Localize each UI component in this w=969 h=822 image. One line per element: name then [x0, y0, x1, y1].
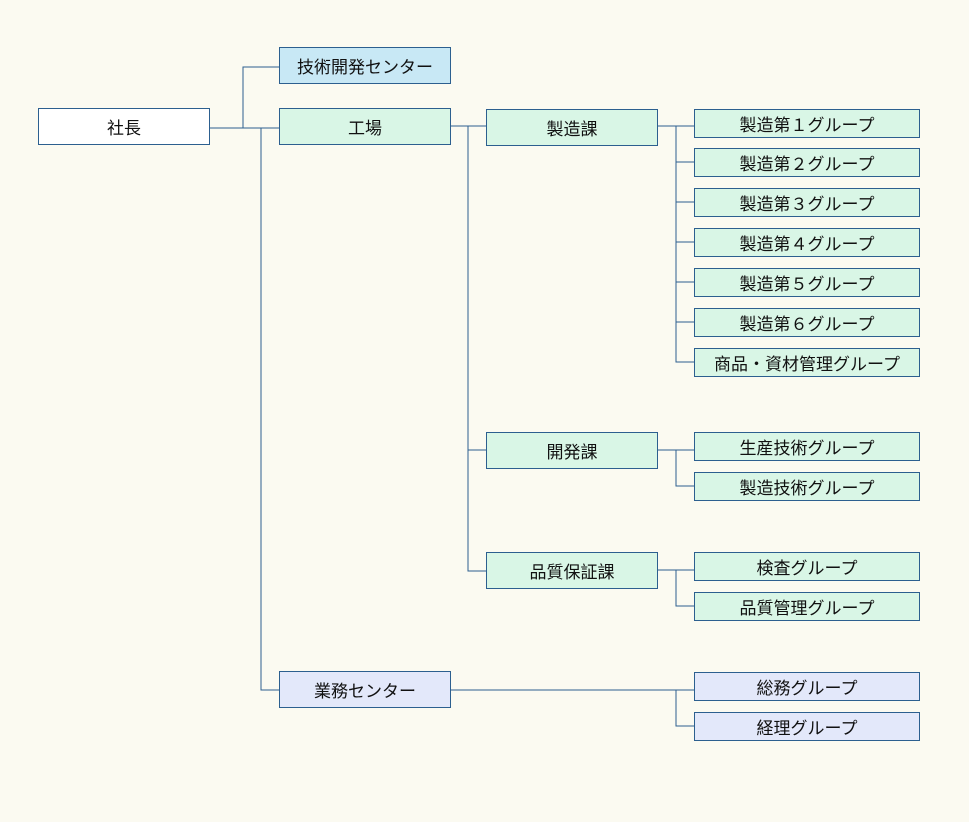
group-label: 総務グループ	[756, 679, 858, 699]
group-label: 生産技術グループ	[739, 439, 875, 459]
group-box-goods: 商品・資材管理グループ	[694, 348, 920, 377]
group-label: 製造第６グループ	[739, 315, 875, 335]
group-label: 品質管理グループ	[739, 599, 875, 619]
manufacturing-section-box: 製造課	[486, 109, 658, 146]
connector-tech-center	[242, 66, 279, 128]
group-label: 製造第２グループ	[739, 155, 875, 175]
connector-mfg-trunk	[675, 126, 694, 363]
group-box-mfg4: 製造第４グループ	[694, 228, 920, 257]
group-box-quality-mgmt: 品質管理グループ	[694, 592, 920, 621]
group-label: 経理グループ	[756, 719, 858, 739]
factory-label: 工場	[348, 119, 382, 139]
connector-factory-trunk	[467, 126, 486, 572]
group-box-general-affairs: 総務グループ	[694, 672, 920, 701]
manufacturing-section-label: 製造課	[546, 120, 598, 140]
tech-center-label: 技術開発センター	[297, 58, 433, 78]
dev-section-label: 開発課	[546, 443, 598, 463]
group-box-mfg6: 製造第６グループ	[694, 308, 920, 337]
group-label: 製造第４グループ	[739, 235, 875, 255]
qa-section-box: 品質保証課	[486, 552, 658, 589]
group-box-mfg2: 製造第２グループ	[694, 148, 920, 177]
group-label: 検査グループ	[756, 559, 858, 579]
qa-section-label: 品質保証課	[529, 563, 615, 583]
president-box: 社長	[38, 108, 210, 145]
group-box-mfg5: 製造第５グループ	[694, 268, 920, 297]
group-label: 製造技術グループ	[739, 479, 875, 499]
group-box-mfg1: 製造第１グループ	[694, 109, 920, 138]
group-box-mfg3: 製造第３グループ	[694, 188, 920, 217]
group-box-accounting: 経理グループ	[694, 712, 920, 741]
business-center-label: 業務センター	[314, 682, 416, 702]
group-box-mfg-tech: 製造技術グループ	[694, 472, 920, 501]
group-label: 製造第１グループ	[739, 116, 875, 136]
connector-business-center	[260, 128, 279, 691]
dev-section-box: 開発課	[486, 432, 658, 469]
tech-center-box: 技術開発センター	[279, 47, 451, 84]
group-label: 製造第５グループ	[739, 275, 875, 295]
group-label: 商品・資材管理グループ	[714, 355, 900, 375]
president-label: 社長	[107, 119, 141, 139]
business-center-box: 業務センター	[279, 671, 451, 708]
group-label: 製造第３グループ	[739, 195, 875, 215]
factory-box: 工場	[279, 108, 451, 145]
group-box-inspection: 検査グループ	[694, 552, 920, 581]
group-box-prod-tech: 生産技術グループ	[694, 432, 920, 461]
